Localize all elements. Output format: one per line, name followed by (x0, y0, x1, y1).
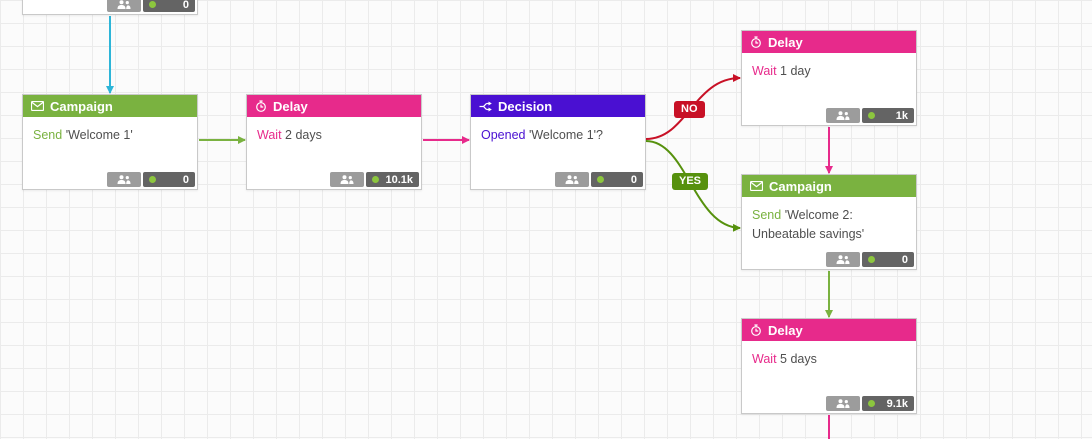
node-title: Delay (768, 322, 803, 338)
node-action-word: Opened (481, 128, 526, 142)
active-dot (868, 112, 875, 119)
active-dot (149, 176, 156, 183)
node-header: Delay (742, 319, 916, 341)
node-body: Send 'Welcome 2: Unbeatable savings' (742, 197, 916, 244)
branch-label-no[interactable]: NO (674, 101, 705, 118)
active-dot (597, 176, 604, 183)
branch-label-yes[interactable]: YES (672, 173, 709, 190)
count-badge[interactable]: 0 (143, 172, 195, 187)
people-icon (836, 255, 850, 264)
active-dot (868, 400, 875, 407)
envelope-icon (31, 101, 44, 111)
node-action-word: Wait (752, 352, 777, 366)
node-title: Campaign (50, 98, 113, 114)
workflow-node-campaign-welcome-2[interactable]: Campaign Send 'Welcome 2: Unbeatable sav… (741, 174, 917, 270)
people-icon (117, 0, 131, 9)
node-title: Delay (273, 98, 308, 114)
node-detail-text: 'Welcome 2: Unbeatable savings' (752, 208, 865, 241)
node-detail-text: 1 day (780, 64, 811, 78)
node-footer: 0 (107, 0, 195, 12)
active-dot (149, 1, 156, 8)
node-footer: 10.1k (330, 172, 419, 187)
count-value: 0 (630, 173, 637, 186)
node-detail-text: 'Welcome 1'? (528, 128, 603, 142)
people-icon (836, 111, 850, 120)
people-icon (565, 175, 579, 184)
workflow-node-cutoff-top[interactable]: 0 (22, 0, 198, 15)
node-action-word: Wait (752, 64, 777, 78)
workflow-node-delay-2-days[interactable]: Delay Wait 2 days 10.1k (246, 94, 422, 190)
node-action-word: Send (33, 128, 63, 142)
workflow-node-decision-opened[interactable]: Decision Opened 'Welcome 1'? 0 (470, 94, 646, 190)
workflow-node-delay-1-day[interactable]: Delay Wait 1 day 1k (741, 30, 917, 126)
node-footer: 9.1k (826, 396, 914, 411)
branch-icon (479, 101, 492, 112)
count-badge[interactable]: 0 (591, 172, 643, 187)
people-icon (117, 175, 131, 184)
count-value: 9.1k (886, 397, 908, 410)
node-detail-text: 'Welcome 1' (65, 128, 133, 142)
contacts-badge[interactable] (826, 252, 860, 267)
node-detail-text: 5 days (780, 352, 817, 366)
count-badge[interactable]: 10.1k (366, 172, 419, 187)
node-header: Decision (471, 95, 645, 117)
count-value: 0 (182, 173, 189, 186)
count-badge[interactable]: 1k (862, 108, 914, 123)
contacts-badge[interactable] (330, 172, 365, 187)
contacts-badge[interactable] (107, 172, 141, 187)
people-icon (340, 175, 354, 184)
node-footer: 0 (826, 252, 914, 267)
people-icon (836, 399, 850, 408)
count-badge[interactable]: 0 (862, 252, 914, 267)
contacts-badge[interactable] (826, 396, 860, 411)
node-footer: 1k (826, 108, 914, 123)
active-dot (372, 176, 380, 183)
count-badge[interactable]: 0 (143, 0, 195, 12)
clock-icon (750, 324, 762, 336)
node-header: Campaign (23, 95, 197, 117)
node-title: Delay (768, 34, 803, 50)
node-footer: 0 (555, 172, 643, 187)
node-body: Wait 2 days (247, 117, 421, 145)
count-value: 0 (901, 253, 908, 266)
envelope-icon (750, 181, 763, 191)
node-body: Send 'Welcome 1' (23, 117, 197, 145)
node-header: Campaign (742, 175, 916, 197)
count-value: 0 (182, 0, 189, 11)
clock-icon (255, 100, 267, 112)
count-badge[interactable]: 9.1k (862, 396, 914, 411)
node-action-word: Send (752, 208, 782, 222)
contacts-badge[interactable] (826, 108, 860, 123)
node-body: Wait 1 day (742, 53, 916, 81)
node-action-word: Wait (257, 128, 282, 142)
clock-icon (750, 36, 762, 48)
node-body: Wait 5 days (742, 341, 916, 369)
active-dot (868, 256, 875, 263)
workflow-node-campaign-welcome-1[interactable]: Campaign Send 'Welcome 1' 0 (22, 94, 198, 190)
node-title: Decision (498, 98, 553, 114)
node-header: Delay (742, 31, 916, 53)
node-title: Campaign (769, 178, 832, 194)
contacts-badge[interactable] (555, 172, 589, 187)
contacts-badge[interactable] (107, 0, 141, 12)
count-value: 1k (895, 109, 908, 122)
node-body: Opened 'Welcome 1'? (471, 117, 645, 145)
node-detail-text: 2 days (285, 128, 322, 142)
count-value: 10.1k (385, 173, 413, 186)
node-footer: 0 (107, 172, 195, 187)
workflow-node-delay-5-days[interactable]: Delay Wait 5 days 9.1k (741, 318, 917, 414)
node-header: Delay (247, 95, 421, 117)
